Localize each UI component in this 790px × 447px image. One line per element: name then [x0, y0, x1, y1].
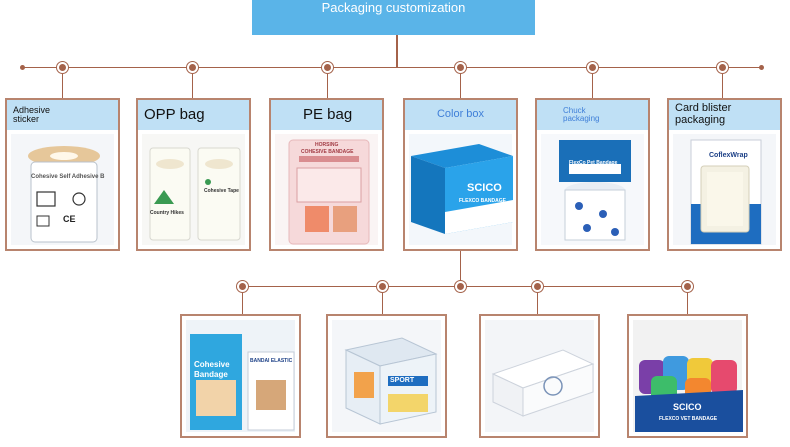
card-adhesive-sticker: Adhesive sticker Cohesive Self Adhesive … [5, 98, 120, 251]
product-photo-chuck: FlexCo Pet Bandage [541, 134, 644, 245]
card-opp-bag: OPP bag Country Hikes Cohesive Tape [136, 98, 251, 251]
product-photo-color-box: SCICO FLEXCO BANDAGE [409, 134, 513, 245]
bottom-node-5 [681, 280, 694, 293]
bottom-node-3 [454, 280, 467, 293]
card-header: Card blister packaging [669, 100, 780, 130]
middle-stem [460, 251, 461, 286]
pe-bag-icon [288, 139, 370, 245]
top-rail-end [759, 65, 764, 70]
top-node-3 [321, 61, 334, 74]
photo-white-box [479, 314, 600, 438]
bagged-roll-icon [149, 147, 241, 241]
clear-box-icon [344, 337, 438, 425]
banner-title: Packaging customization [321, 0, 466, 15]
card-label: Adhesive sticker [13, 104, 51, 124]
photo-color-box-window: Cohesive Bandage BANDAI ELASTIC [180, 314, 301, 438]
card-header: PE bag [271, 100, 382, 130]
top-node-4 [454, 61, 467, 74]
card-header: Color box [405, 100, 516, 130]
photo-display-box: SCICO FLEXCO VET BANDAGE [627, 314, 748, 438]
drop-3 [327, 74, 328, 98]
product-photo-pe-bag: HORSING COHESIVE BANDAGE [275, 134, 378, 245]
pet-bandage-icon [559, 140, 631, 241]
drop-2 [192, 74, 193, 98]
card-header: OPP bag [138, 100, 249, 130]
product-text: BANDAI ELASTIC [250, 358, 293, 364]
bottom-node-2 [376, 280, 389, 293]
product-text: Bandage [194, 370, 228, 379]
product-text: CoflexWrap [709, 152, 748, 159]
card-blister-packaging: Card blister packaging CoflexWrap [667, 98, 782, 251]
top-node-1 [56, 61, 69, 74]
card-label: PE bag [303, 106, 353, 124]
drop-6 [722, 74, 723, 98]
product-text: FlexCo Pet Bandage [569, 160, 618, 166]
top-rail-start [20, 65, 25, 70]
bottom-drop-4 [687, 293, 688, 314]
bottom-node-1 [236, 280, 249, 293]
bottom-drop-2 [382, 293, 383, 314]
product-text: Cohesive Self Adhesive B [31, 174, 105, 180]
product-photo-blister: CoflexWrap [673, 134, 776, 245]
product-text: SPORT [390, 377, 415, 384]
product-text: SCICO [467, 182, 502, 194]
product-photo-sticker: Cohesive Self Adhesive B CE [11, 134, 114, 245]
product-photo-opp-bag: Country Hikes Cohesive Tape [142, 134, 245, 245]
drop-5 [592, 74, 593, 98]
photo-pvc-box: SPORT [326, 314, 447, 438]
top-node-5 [586, 61, 599, 74]
product-text: Country Hikes [150, 210, 184, 216]
tape-roll-icon [28, 146, 100, 243]
product-text: SCICO [673, 402, 702, 412]
card-color-box: Color box SCICO FLEXCO BANDAGE [403, 98, 518, 251]
product-text: COHESIVE BANDAGE [301, 149, 354, 155]
product-text: FLEXCO BANDAGE [459, 198, 506, 204]
card-label: Card blister packaging [675, 102, 732, 126]
drop-4 [460, 74, 461, 98]
product-text: CE [63, 214, 76, 224]
product-photo: SCICO FLEXCO VET BANDAGE [633, 320, 743, 432]
drop-1 [62, 74, 63, 98]
product-text: Cohesive [194, 360, 230, 369]
product-text: FLEXCO VET BANDAGE [659, 416, 718, 422]
product-text: HORSING [315, 142, 339, 148]
product-text: Cohesive Tape [204, 188, 239, 194]
top-rail [22, 67, 762, 68]
card-label: OPP bag [144, 106, 205, 124]
card-label: Color box [436, 108, 485, 121]
bottom-node-4 [531, 280, 544, 293]
blister-card-icon [690, 139, 762, 245]
product-photo: Cohesive Bandage BANDAI ELASTIC [186, 320, 295, 432]
card-pe-bag: PE bag HORSING COHESIVE BANDAGE [269, 98, 384, 251]
banner-stem [396, 35, 398, 68]
card-chuck-packaging: Chuck packaging FlexCo Pet Bandage [535, 98, 650, 251]
card-label: Chuck packaging [563, 105, 600, 123]
white-box-icon [491, 349, 595, 417]
product-photo [485, 320, 595, 432]
top-node-2 [186, 61, 199, 74]
card-header: Chuck packaging [537, 100, 648, 130]
windowed-box-icon [190, 334, 295, 431]
title-banner: Packaging customization [252, 0, 535, 35]
bottom-drop-1 [242, 293, 243, 314]
display-tray-icon [635, 356, 743, 432]
product-photo: SPORT [332, 320, 441, 432]
bottom-drop-3 [537, 293, 538, 314]
color-box-icon [411, 144, 513, 234]
top-node-6 [716, 61, 729, 74]
card-header: Adhesive sticker [7, 100, 118, 130]
